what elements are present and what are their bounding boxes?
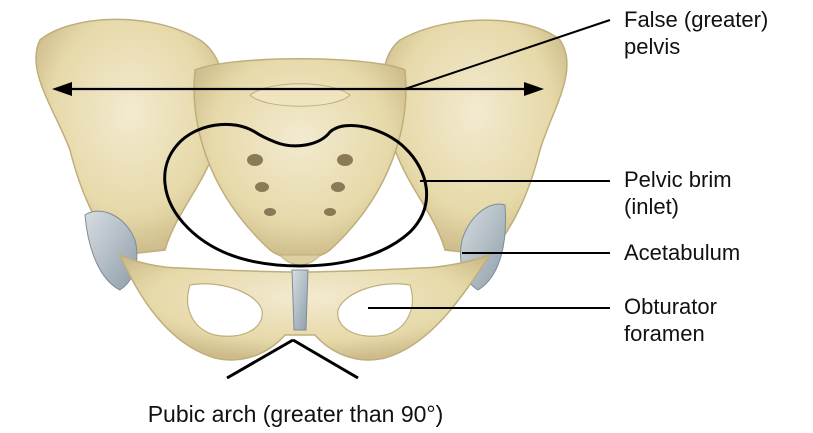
label-false-pelvis: False (greater) pelvis — [624, 6, 768, 60]
label-obturator-line2: foramen — [624, 320, 717, 347]
label-pelvic-brim-line2: (inlet) — [624, 193, 732, 220]
label-pubic-arch: Pubic arch (greater than 90°) — [0, 401, 702, 428]
label-acetabulum-text: Acetabulum — [624, 239, 740, 266]
label-pelvic-brim-line1: Pelvic brim — [624, 166, 732, 193]
pubic-symphysis — [292, 270, 308, 330]
label-obturator-line1: Obturator — [624, 293, 717, 320]
label-false-pelvis-line2: pelvis — [624, 33, 768, 60]
label-false-pelvis-line1: False (greater) — [624, 6, 768, 33]
label-acetabulum: Acetabulum — [624, 239, 740, 266]
coccyx — [280, 255, 320, 265]
label-obturator-foramen: Obturator foramen — [624, 293, 717, 347]
label-pelvic-brim: Pelvic brim (inlet) — [624, 166, 732, 220]
left-ilium — [36, 19, 225, 255]
